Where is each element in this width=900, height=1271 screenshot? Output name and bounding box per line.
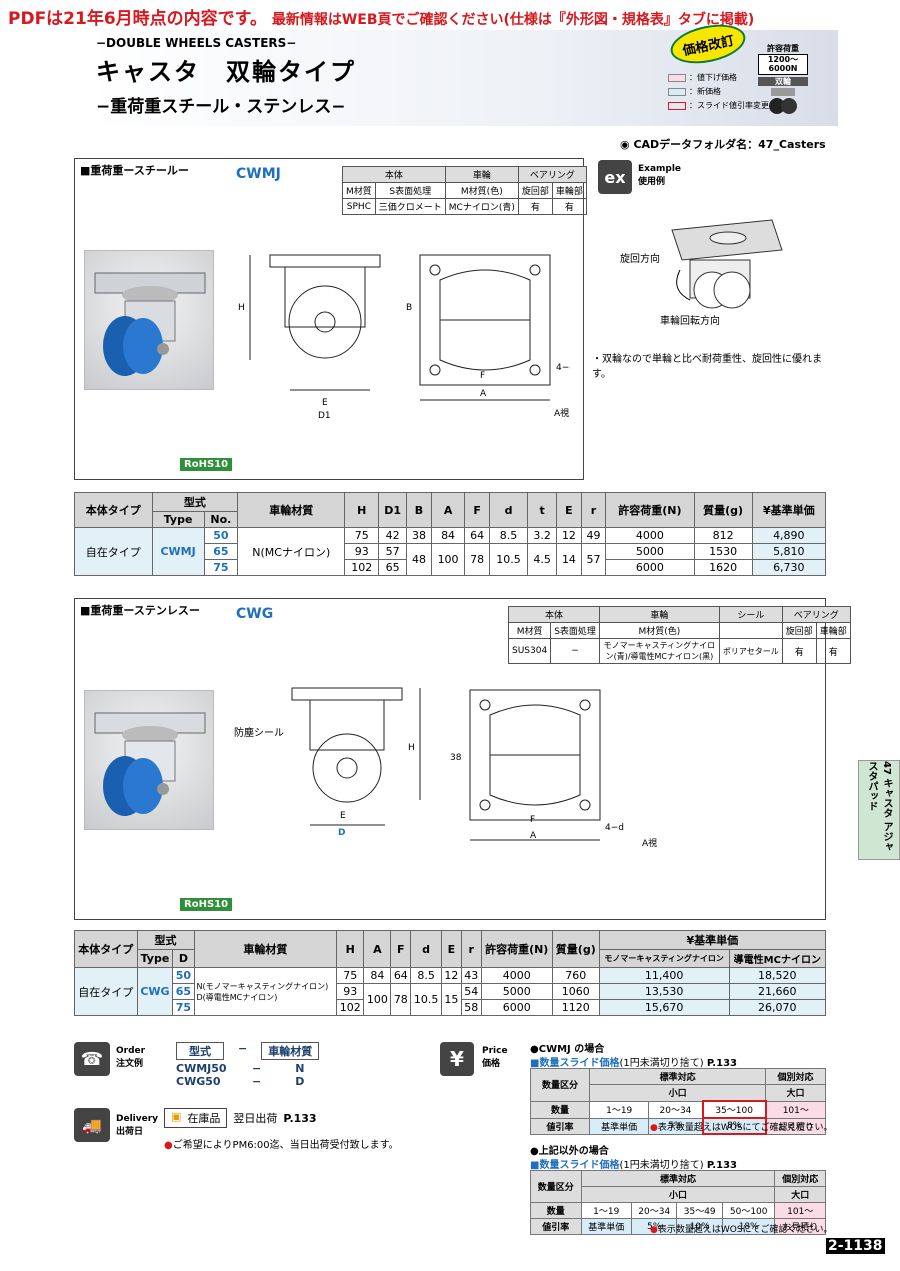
side-tab[interactable]: 47 キャスタ アジャスタパッド	[858, 760, 900, 860]
svg-text:H: H	[238, 303, 245, 313]
rohs-badge: RoHS10	[180, 458, 233, 471]
svg-text:4−d: 4−d	[605, 823, 624, 833]
caster-image	[94, 272, 206, 376]
cwmj-price-heading: ●CWMJ の場合	[530, 1044, 605, 1055]
svg-text:E: E	[322, 398, 328, 408]
subtitle: −DOUBLE WHEELS CASTERS−	[96, 36, 297, 50]
slide-title: ■数量スライド価格(1円未満切り捨て) P.133	[530, 1058, 737, 1069]
dust-seal-label: 防塵シール	[234, 728, 284, 739]
load-box: 許容荷重 1200〜6000N 双輪	[758, 44, 808, 119]
svg-text:B: B	[406, 303, 412, 313]
svg-text:38: 38	[450, 753, 462, 763]
svg-text:D1: D1	[318, 411, 331, 421]
page-subtitle: −重荷重スチール・ステンレス−	[96, 97, 346, 117]
svg-text:D: D	[338, 828, 345, 838]
svg-text:4−d: 4−d	[556, 363, 570, 373]
page-link[interactable]: P.133	[283, 1111, 317, 1125]
legend-item: ：新価格	[668, 86, 721, 97]
example-icon: ex	[598, 160, 632, 194]
turn-direction-label: 旋回方向	[620, 254, 660, 265]
cwg-code: CWG	[236, 606, 274, 622]
page-number: 2-1138	[826, 1238, 885, 1254]
example-illustration	[671, 219, 783, 309]
legend-item: ：スライド値引率変更	[668, 100, 769, 111]
view-label: A視	[642, 839, 658, 849]
yen-icon: ¥	[440, 1042, 474, 1076]
truck-icon: 🚚	[74, 1108, 110, 1142]
wheel-rotation-label: 車輪回転方向	[660, 316, 720, 327]
slide-title: ■数量スライド価格(1円未満切り捨て) P.133	[530, 1160, 737, 1171]
cad-folder: ◉ CADデータフォルダ名：47_Casters	[620, 138, 826, 151]
rohs-badge: RoHS10	[180, 898, 233, 911]
svg-text:A: A	[480, 389, 487, 399]
svg-text:F: F	[530, 815, 535, 825]
cwg-heading: ■重荷重ーステンレスー	[80, 604, 200, 617]
order-example: 型式−車輪材質 CWMJ50−N CWG50−D	[176, 1042, 320, 1088]
cwmj-heading: ■重荷重ースチールー	[80, 164, 189, 177]
legend-item: ：値下げ価格	[668, 72, 737, 83]
svg-text:E: E	[340, 811, 346, 821]
cwmj-drawing: H B E D1 FA 4−d	[238, 254, 570, 421]
cwmj-code: CWMJ	[236, 166, 281, 182]
cwg-photo	[84, 690, 214, 830]
view-label: A視	[554, 409, 570, 419]
price-note: ●表示数量超えはWOSにてご確認ください。	[650, 1225, 833, 1235]
svg-text:A: A	[530, 831, 537, 841]
svg-text:F: F	[480, 371, 485, 381]
box-icon: ▣	[171, 1110, 182, 1123]
caster-thumbnail	[769, 88, 797, 115]
page-title: キャスタ 双輪タイプ	[96, 58, 356, 86]
caster-image	[94, 712, 206, 816]
phone-icon: ☎	[74, 1042, 110, 1076]
other-price-heading: ●上記以外の場合	[530, 1146, 609, 1157]
example-note: ・双輪なので単輪と比べ耐荷重性、旋回性に優れます。	[592, 354, 822, 380]
info-icon: ●	[164, 1140, 173, 1151]
cwmj-photo	[84, 250, 214, 390]
cad-icon: ◉	[620, 138, 634, 151]
delivery-note: ●ご希望によりPM6:00迄、当日出荷受付致します。	[164, 1140, 399, 1151]
price-note: ●表示数量超えはWOSにてご確認ください。	[650, 1123, 833, 1133]
notice: PDFは21年6月時点の内容です。 最新情報はWEB頁でご確認ください(仕様は『…	[8, 9, 755, 29]
svg-text:H: H	[408, 743, 415, 753]
